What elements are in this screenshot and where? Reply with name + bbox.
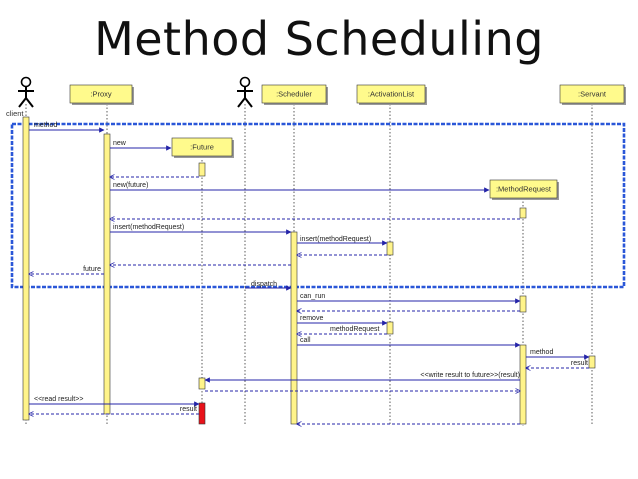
message-label: remove (300, 315, 323, 322)
activation-methodrequest (519, 344, 527, 425)
object-label: :ActivationList (368, 90, 415, 99)
message-label: methodRequest (330, 326, 379, 333)
activation-client (22, 116, 30, 421)
activation-activationlist (386, 321, 394, 335)
message-label: can_run (300, 293, 325, 300)
activation-proxy (103, 133, 111, 415)
message-label: result (571, 360, 588, 367)
message-label: new(future) (113, 182, 148, 189)
object-label: :Servant (578, 90, 607, 99)
object-scheduler: :Scheduler (261, 84, 328, 105)
object-label: :Proxy (90, 90, 112, 99)
object-activationlist: :ActivationList (356, 84, 427, 105)
slide-title: Method Scheduling (94, 12, 544, 66)
activation-future (198, 162, 206, 177)
message-label: new (113, 140, 127, 147)
object-label: :Scheduler (276, 90, 312, 99)
message-label: insert(methodRequest) (113, 224, 184, 231)
object-label: :Future (190, 143, 214, 152)
stick-figure-icon (18, 76, 34, 108)
stick-figure-icon (237, 76, 253, 108)
highlight-frame (10, 122, 626, 289)
actor-label-client: client (6, 109, 24, 118)
message-label: call (300, 337, 311, 344)
object-servant: :Servant (559, 84, 626, 105)
message-label: future (83, 266, 101, 273)
activation-future-highlight (198, 402, 206, 425)
message-label: <<read result>> (34, 396, 83, 403)
message-label: dispatch (251, 281, 277, 288)
activation-servant (588, 355, 596, 369)
object-methodrequest: :MethodRequest (489, 179, 559, 200)
activation-activationlist (386, 241, 394, 256)
message-label: insert(methodRequest) (300, 236, 371, 243)
activation-scheduler (290, 231, 298, 425)
message-label: method (34, 122, 57, 129)
activation-future (198, 377, 206, 390)
object-future: :Future (171, 137, 234, 158)
message-label: method (530, 349, 553, 356)
object-proxy: :Proxy (69, 84, 134, 105)
message-label: <<write result to future>>(result) (420, 372, 520, 379)
object-label: :MethodRequest (496, 185, 552, 194)
activation-methodrequest (519, 295, 527, 313)
activation-methodrequest (519, 207, 527, 219)
message-label: result (180, 406, 197, 413)
